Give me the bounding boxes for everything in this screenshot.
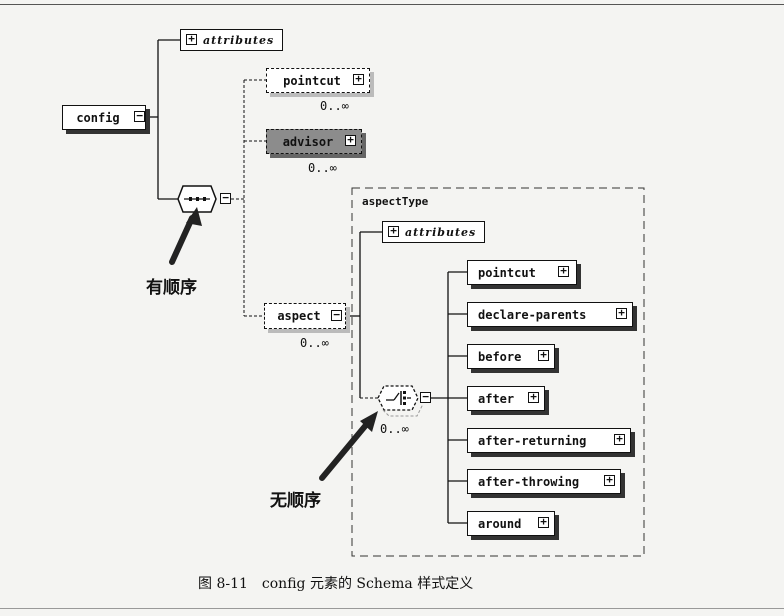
- child-after[interactable]: after: [467, 386, 545, 411]
- pointcut-element[interactable]: pointcut: [266, 68, 370, 93]
- advisor-multiplicity: 0..∞: [308, 161, 337, 175]
- child-before-label: before: [478, 349, 522, 364]
- ordered-arrow-icon: [169, 207, 202, 265]
- config-collapse-icon[interactable]: −: [134, 110, 145, 122]
- child-declare-parents-expand-icon[interactable]: +: [616, 307, 627, 319]
- aspect-label: aspect: [277, 309, 321, 323]
- aspect-attributes-label: attributes: [405, 225, 477, 239]
- child-around-expand-icon[interactable]: +: [538, 516, 549, 528]
- advisor-label: advisor: [282, 134, 334, 149]
- child-after-throwing[interactable]: after-throwing: [467, 469, 621, 494]
- pointcut-expand-icon[interactable]: +: [353, 73, 364, 85]
- config-attributes-expand-icon[interactable]: +: [186, 33, 197, 45]
- top-rule: [0, 4, 784, 5]
- child-pointcut-expand-icon[interactable]: +: [558, 265, 569, 277]
- choice-compositor-icon: [377, 385, 424, 417]
- aspect-type-boundary: [351, 187, 645, 557]
- child-declare-parents[interactable]: declare-parents: [467, 302, 633, 327]
- config-attributes[interactable]: attributes: [180, 29, 283, 51]
- child-after-label: after: [478, 391, 515, 406]
- choice-collapse-icon[interactable]: −: [420, 391, 431, 403]
- sequence-compositor-icon: [177, 185, 217, 213]
- child-around-label: around: [478, 516, 522, 531]
- choice-multiplicity: 0..∞: [380, 422, 409, 436]
- child-after-returning[interactable]: after-returning: [467, 428, 631, 453]
- unordered-annotation: 无顺序: [270, 491, 321, 511]
- config-element[interactable]: config: [62, 105, 146, 130]
- bottom-rule: [0, 608, 784, 609]
- aspect-attributes-expand-icon[interactable]: +: [388, 225, 399, 237]
- advisor-expand-icon[interactable]: +: [345, 134, 356, 146]
- child-after-expand-icon[interactable]: +: [528, 391, 539, 403]
- aspect-type-title: aspectType: [362, 195, 429, 208]
- aspect-collapse-icon[interactable]: −: [331, 309, 342, 321]
- sequence-collapse-icon[interactable]: −: [220, 192, 231, 204]
- child-after-returning-expand-icon[interactable]: +: [614, 433, 625, 445]
- child-after-returning-label: after-returning: [478, 433, 587, 448]
- child-declare-parents-label: declare-parents: [478, 307, 587, 322]
- ordered-annotation: 有顺序: [146, 278, 197, 298]
- pointcut-label: pointcut: [283, 73, 341, 88]
- config-attributes-label: attributes: [203, 33, 275, 47]
- aspect-attributes[interactable]: attributes: [382, 221, 485, 243]
- figure-caption: 图 8-11 config 元素的 Schema 样式定义: [198, 576, 474, 592]
- aspect-multiplicity: 0..∞: [300, 336, 329, 350]
- child-after-throwing-label: after-throwing: [478, 474, 580, 489]
- child-after-throwing-expand-icon[interactable]: +: [604, 474, 615, 486]
- child-before-expand-icon[interactable]: +: [538, 349, 549, 361]
- advisor-element[interactable]: advisor: [266, 129, 362, 154]
- config-label: config: [76, 110, 120, 125]
- child-pointcut-label: pointcut: [478, 265, 536, 280]
- pointcut-multiplicity: 0..∞: [320, 99, 349, 113]
- unordered-arrow-icon: [319, 411, 378, 481]
